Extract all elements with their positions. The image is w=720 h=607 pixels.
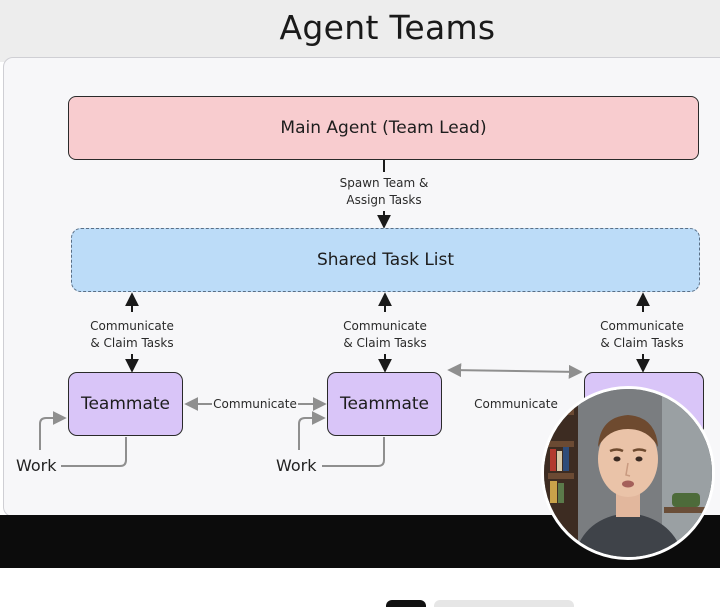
bottom-dark-tab[interactable] (386, 600, 426, 607)
spawn-label-line-2: Assign Tasks (346, 193, 422, 207)
bottom-grey-tab[interactable] (434, 600, 574, 607)
teammate-box-2: Teammate (327, 372, 442, 436)
work-loop-1-return (39, 411, 67, 450)
communicate-label-1: Communicate (213, 397, 297, 411)
title-bar (0, 0, 720, 62)
work-loop-2-return (298, 411, 326, 450)
presenter-portrait (544, 389, 712, 557)
work-loop-2 (322, 437, 385, 467)
communicate-label-2: Communicate (474, 397, 558, 411)
spawn-label-line-1: Spawn Team & (339, 176, 429, 190)
work-label-2: Work (276, 456, 317, 475)
claim-label-3-line-2: & Claim Tasks (600, 336, 684, 350)
shared-task-list-box: Shared Task List (71, 228, 700, 292)
work-label-1: Work (16, 456, 57, 475)
claim-label-3: Communicate & Claim Tasks (582, 318, 702, 352)
presenter-webcam (541, 386, 715, 560)
communicate-arrow-upper (447, 363, 583, 379)
claim-label-1-line-2: & Claim Tasks (90, 336, 174, 350)
claim-label-1: Communicate & Claim Tasks (72, 318, 192, 352)
claim-label-2-line-2: & Claim Tasks (343, 336, 427, 350)
claim-label-3-line-1: Communicate (600, 319, 684, 333)
claim-label-1-line-1: Communicate (90, 319, 174, 333)
spawn-team-label: Spawn Team & Assign Tasks (318, 175, 450, 209)
teammate-box-1: Teammate (68, 372, 183, 436)
claim-label-2: Communicate & Claim Tasks (325, 318, 445, 352)
claim-label-2-line-1: Communicate (343, 319, 427, 333)
bottom-strip (0, 568, 720, 607)
main-agent-box: Main Agent (Team Lead) (68, 96, 699, 160)
work-loop-1 (61, 437, 127, 467)
page-title: Agent Teams (279, 8, 496, 47)
